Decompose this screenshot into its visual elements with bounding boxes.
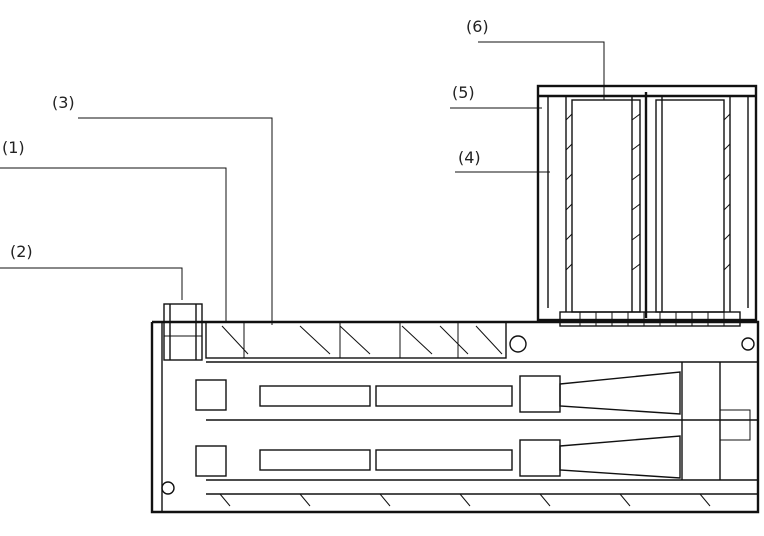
leader-line-6 [478, 41, 605, 100]
mount-hole-mid [509, 335, 527, 353]
callout-label-1: (1) [2, 138, 25, 157]
callout-label-2: (2) [10, 242, 33, 261]
leader-line-1 [0, 167, 227, 322]
callout-label-5: (5) [452, 83, 475, 102]
mount-hole-left [161, 481, 175, 495]
callout-label-6: (6) [466, 17, 489, 36]
cartridge-left [571, 99, 641, 313]
connector-block [163, 303, 203, 361]
mount-hole-right [741, 337, 755, 351]
leader-lines [0, 41, 605, 325]
callout-label-4: (4) [458, 148, 481, 167]
top-plate [205, 321, 507, 359]
base-body [150, 303, 760, 514]
callout-label-3: (3) [52, 93, 75, 112]
cartridge-right [655, 99, 725, 313]
canister-housing [536, 84, 758, 327]
leader-line-3 [78, 117, 273, 325]
leader-line-2 [0, 267, 183, 300]
